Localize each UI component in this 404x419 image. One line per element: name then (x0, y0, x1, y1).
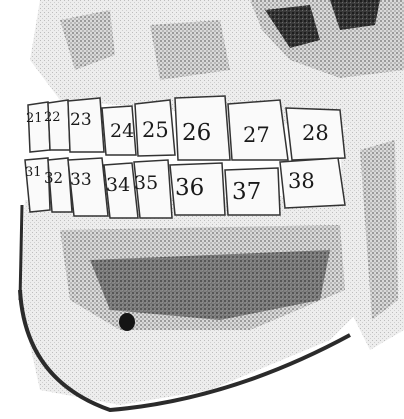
mental-foramen (119, 313, 135, 331)
